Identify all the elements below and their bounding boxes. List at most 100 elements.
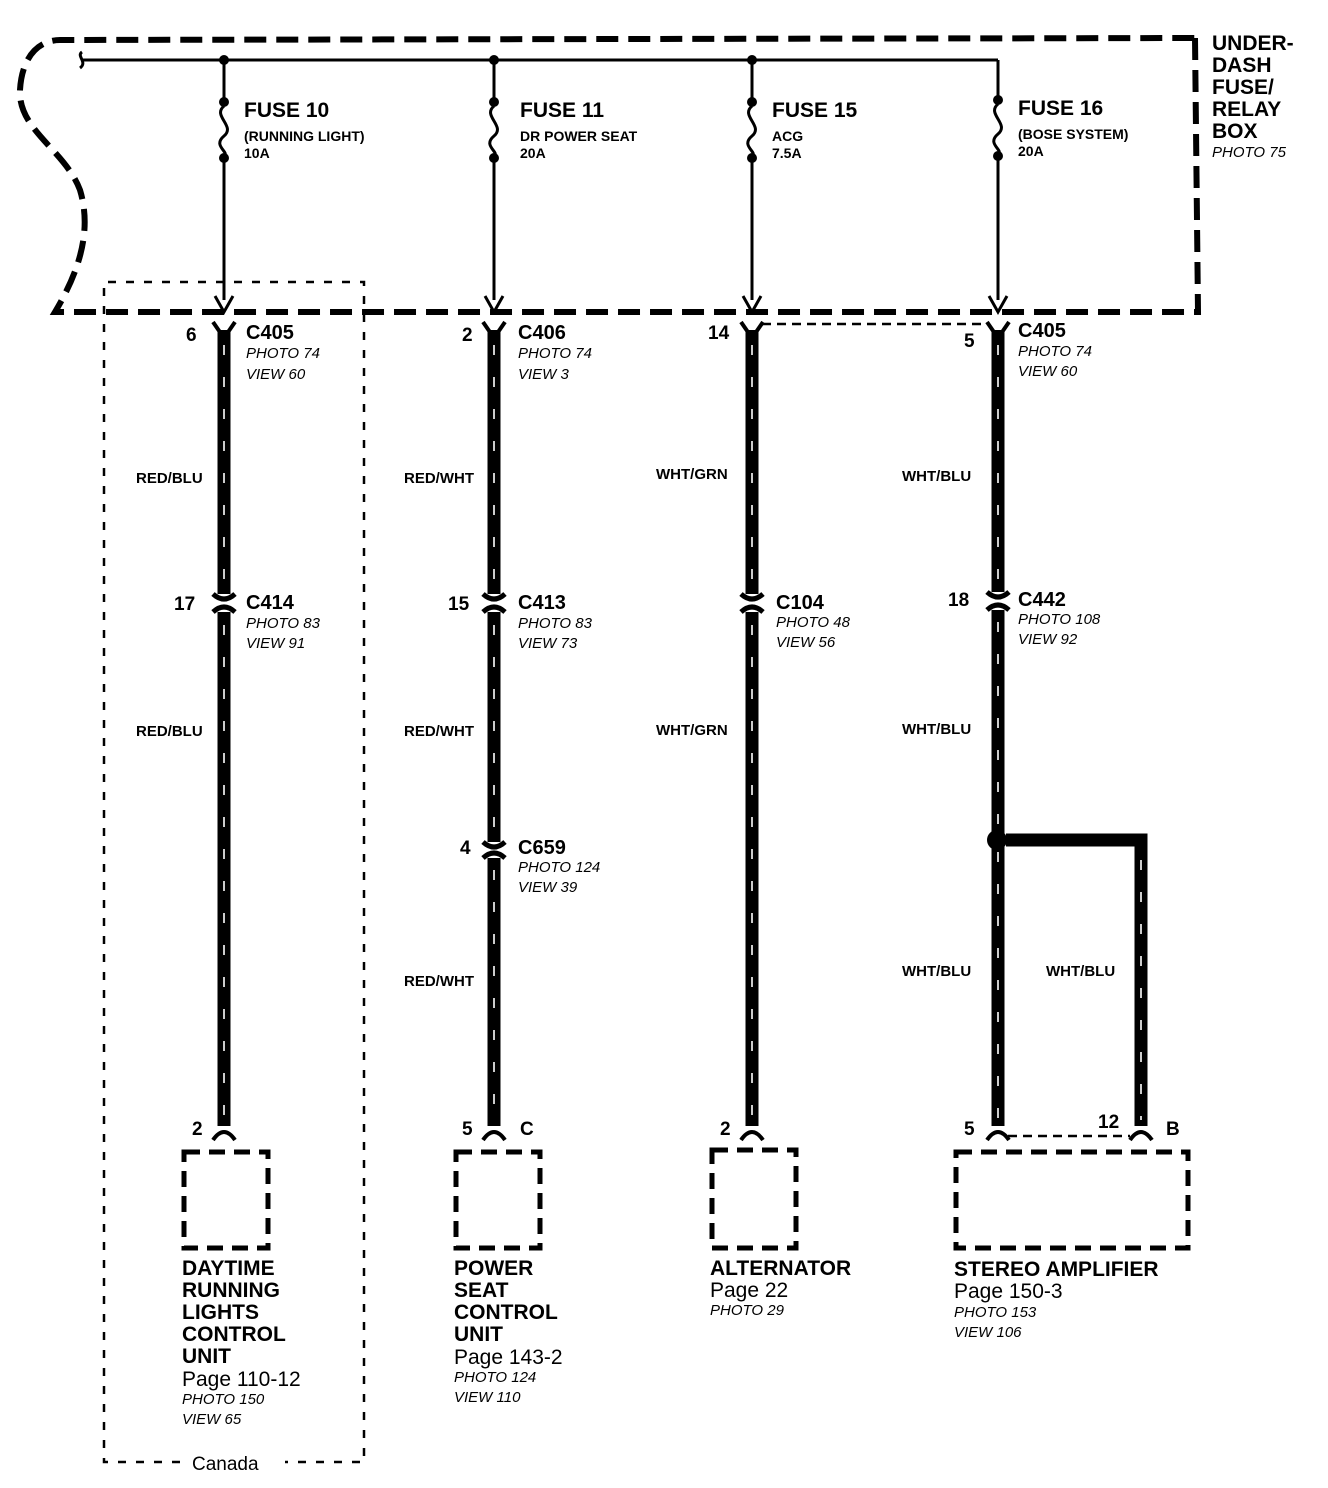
wire-color-label: RED/BLU (136, 470, 203, 487)
svg-text:VIEW 56: VIEW 56 (776, 634, 836, 651)
svg-text:DAYTIME: DAYTIME (182, 1257, 275, 1280)
connector-c659: 4 C659 PHOTO 124 VIEW 39 (460, 837, 600, 896)
canada-region: Canada (102, 280, 366, 1475)
svg-text:C414: C414 (246, 592, 295, 614)
svg-text:VIEW 65: VIEW 65 (182, 1411, 242, 1428)
svg-text:12: 12 (1098, 1112, 1119, 1133)
svg-text:PHOTO 83: PHOTO 83 (246, 615, 321, 632)
svg-text:PHOTO 153: PHOTO 153 (954, 1304, 1037, 1321)
svg-text:UNIT: UNIT (182, 1345, 231, 1368)
svg-text:C413: C413 (518, 592, 566, 614)
connector-c414: 17 C414 PHOTO 83 VIEW 91 (174, 592, 321, 652)
fuse-box-outline (16, 35, 1202, 315)
svg-text:15: 15 (448, 594, 470, 615)
svg-text:14: 14 (708, 323, 730, 344)
svg-text:UNIT: UNIT (454, 1323, 503, 1346)
svg-text:SEAT: SEAT (454, 1279, 509, 1302)
svg-text:Page 150-3: Page 150-3 (954, 1280, 1063, 1303)
svg-text:CONTROL: CONTROL (454, 1301, 558, 1324)
svg-text:C406: C406 (518, 322, 566, 344)
fuse-11: FUSE 11 DR POWER SEAT 20A (483, 60, 638, 316)
svg-text:ALTERNATOR: ALTERNATOR (710, 1257, 851, 1280)
wire-column-power-seat (481, 320, 507, 1142)
svg-text:2: 2 (462, 325, 473, 346)
svg-text:4: 4 (460, 838, 471, 859)
connector-c104: C104 PHOTO 48 VIEW 56 (776, 592, 851, 651)
svg-text:Canada: Canada (192, 1454, 259, 1475)
svg-text:PHOTO 75: PHOTO 75 (1212, 144, 1287, 161)
wire-color-label: RED/WHT (404, 470, 474, 487)
svg-text:6: 6 (186, 325, 197, 346)
svg-text:VIEW 3: VIEW 3 (518, 366, 570, 383)
connector-c406: 2 C406 PHOTO 74 VIEW 3 (462, 322, 592, 383)
svg-text:PHOTO 74: PHOTO 74 (1018, 343, 1092, 360)
component-alternator: ALTERNATOR Page 22 PHOTO 29 (709, 1147, 851, 1319)
wire-column-alternator (739, 320, 990, 1142)
svg-text:Page 143-2: Page 143-2 (454, 1346, 563, 1369)
svg-text:PHOTO 74: PHOTO 74 (518, 345, 592, 362)
svg-text:(RUNNING LIGHT): (RUNNING LIGHT) (244, 128, 365, 144)
svg-text:VIEW 39: VIEW 39 (518, 879, 578, 896)
svg-text:VIEW 60: VIEW 60 (246, 366, 306, 383)
wire-color-label: WHT/BLU (1046, 963, 1115, 980)
wire-color-label: WHT/GRN (656, 722, 728, 739)
fuse-15: FUSE 15 ACG 7.5A (741, 60, 858, 316)
power-bus (78, 50, 998, 70)
fuse-16: FUSE 16 (BOSE SYSTEM) 20A (987, 60, 1128, 316)
svg-text:PHOTO 124: PHOTO 124 (518, 859, 600, 876)
svg-text:FUSE 15: FUSE 15 (772, 99, 858, 122)
svg-text:PHOTO 74: PHOTO 74 (246, 345, 320, 362)
svg-text:C659: C659 (518, 837, 566, 859)
svg-text:RUNNING: RUNNING (182, 1279, 280, 1302)
svg-text:20A: 20A (520, 145, 546, 161)
svg-text:PHOTO 150: PHOTO 150 (182, 1391, 265, 1408)
svg-text:BOX: BOX (1212, 120, 1258, 143)
component-drl-unit: DAYTIME RUNNING LIGHTS CONTROL UNIT Page… (181, 1149, 301, 1428)
svg-text:PHOTO 83: PHOTO 83 (518, 615, 593, 632)
svg-text:ACG: ACG (772, 128, 803, 144)
svg-text:PHOTO 108: PHOTO 108 (1018, 611, 1101, 628)
connector-c405-a: 6 C405 PHOTO 74 VIEW 60 (186, 322, 320, 383)
svg-text:(BOSE SYSTEM): (BOSE SYSTEM) (1018, 126, 1128, 142)
svg-text:C405: C405 (1018, 320, 1066, 342)
svg-text:DR POWER SEAT: DR POWER SEAT (520, 128, 638, 144)
wire-color-label: WHT/BLU (902, 721, 971, 738)
svg-text:UNDER-: UNDER- (1212, 32, 1294, 55)
wire-color-label: WHT/BLU (902, 468, 971, 485)
svg-text:17: 17 (174, 594, 195, 615)
fuse-10: FUSE 10 (RUNNING LIGHT) 10A (213, 60, 365, 316)
component-power-seat-unit: POWER SEAT CONTROL UNIT Page 143-2 PHOTO… (453, 1149, 563, 1406)
svg-text:C442: C442 (1018, 589, 1066, 611)
svg-text:FUSE 10: FUSE 10 (244, 99, 329, 122)
svg-text:PHOTO 124: PHOTO 124 (454, 1369, 536, 1386)
wire-color-label: WHT/GRN (656, 466, 728, 483)
svg-text:5: 5 (964, 1119, 975, 1140)
connector-c413: 15 C413 PHOTO 83 VIEW 73 (448, 592, 593, 652)
svg-text:5: 5 (462, 1119, 473, 1140)
svg-text:POWER: POWER (454, 1257, 533, 1280)
svg-text:VIEW 92: VIEW 92 (1018, 631, 1078, 648)
svg-text:B: B (1166, 1119, 1180, 1140)
fuse-box-title: UNDER- DASH FUSE/ RELAY BOX PHOTO 75 (1212, 32, 1294, 161)
svg-text:PHOTO 48: PHOTO 48 (776, 614, 851, 631)
svg-text:VIEW 106: VIEW 106 (954, 1324, 1022, 1341)
svg-text:C104: C104 (776, 592, 825, 614)
wire-column-drl (211, 320, 237, 1142)
connector-c442: 18 C442 PHOTO 108 VIEW 92 (948, 589, 1101, 648)
svg-text:FUSE 16: FUSE 16 (1018, 97, 1103, 120)
wire-color-label: WHT/BLU (902, 963, 971, 980)
connector-c405-b: 5 C405 PHOTO 74 VIEW 60 (964, 320, 1092, 380)
wire-color-label: RED/WHT (404, 973, 474, 990)
wire-color-label: RED/BLU (136, 723, 203, 740)
svg-text:RELAY: RELAY (1212, 98, 1281, 121)
svg-text:Page 110-12: Page 110-12 (182, 1368, 301, 1391)
connector-14: 14 (708, 323, 730, 344)
terminal-pins: 2 5 C 2 5 12 B (192, 1112, 1180, 1140)
svg-text:VIEW 73: VIEW 73 (518, 635, 578, 652)
wire-column-stereo (985, 320, 1154, 1142)
svg-text:C405: C405 (246, 322, 294, 344)
svg-text:10A: 10A (244, 145, 270, 161)
svg-text:5: 5 (964, 331, 975, 352)
svg-text:PHOTO 29: PHOTO 29 (710, 1302, 785, 1319)
